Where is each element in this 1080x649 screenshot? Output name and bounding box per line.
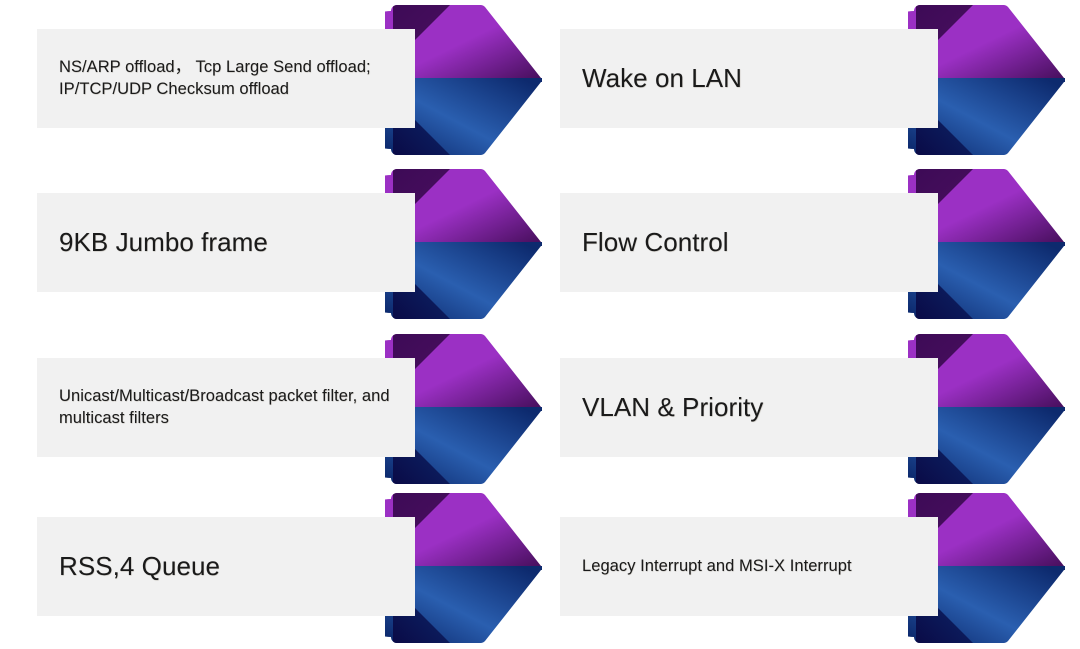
feature-label-text: Unicast/Multicast/Broadcast packet filte… <box>59 386 390 427</box>
feature-item-wake-on-lan[interactable]: Wake on LAN <box>545 0 1065 160</box>
feature-label-plate-vlan-priority[interactable]: VLAN & Priority <box>560 358 938 457</box>
feature-item-vlan-priority[interactable]: VLAN & Priority <box>545 329 1065 489</box>
feature-item-offload-features[interactable]: NS/ARP offload， Tcp Large Send offload; … <box>22 0 542 160</box>
feature-label-plate-packet-filters[interactable]: Unicast/Multicast/Broadcast packet filte… <box>37 358 415 457</box>
feature-item-jumbo-frame[interactable]: 9KB Jumbo frame <box>22 164 542 324</box>
feature-item-flow-control[interactable]: Flow Control <box>545 164 1065 324</box>
feature-label-plate-offload-features[interactable]: NS/ARP offload， Tcp Large Send offload; … <box>37 29 415 128</box>
feature-label-text: 9KB Jumbo frame <box>59 226 268 257</box>
feature-item-interrupt-modes[interactable]: Legacy Interrupt and MSI-X Interrupt <box>545 488 1065 648</box>
feature-label-text: Flow Control <box>582 226 729 257</box>
feature-label-plate-jumbo-frame[interactable]: 9KB Jumbo frame <box>37 193 415 292</box>
feature-item-rss-queue[interactable]: RSS,4 Queue <box>22 488 542 648</box>
feature-label-text: Legacy Interrupt and MSI-X Interrupt <box>582 556 852 575</box>
feature-label-text: Wake on LAN <box>582 62 742 93</box>
feature-label-plate-flow-control[interactable]: Flow Control <box>560 193 938 292</box>
feature-label-plate-wake-on-lan[interactable]: Wake on LAN <box>560 29 938 128</box>
feature-label-plate-interrupt-modes[interactable]: Legacy Interrupt and MSI-X Interrupt <box>560 517 938 616</box>
feature-label-text: VLAN & Priority <box>582 391 764 422</box>
feature-label-text: RSS,4 Queue <box>59 550 220 581</box>
feature-label-plate-rss-queue[interactable]: RSS,4 Queue <box>37 517 415 616</box>
feature-label-text: NS/ARP offload， Tcp Large Send offload; … <box>59 57 371 98</box>
feature-item-packet-filters[interactable]: Unicast/Multicast/Broadcast packet filte… <box>22 329 542 489</box>
